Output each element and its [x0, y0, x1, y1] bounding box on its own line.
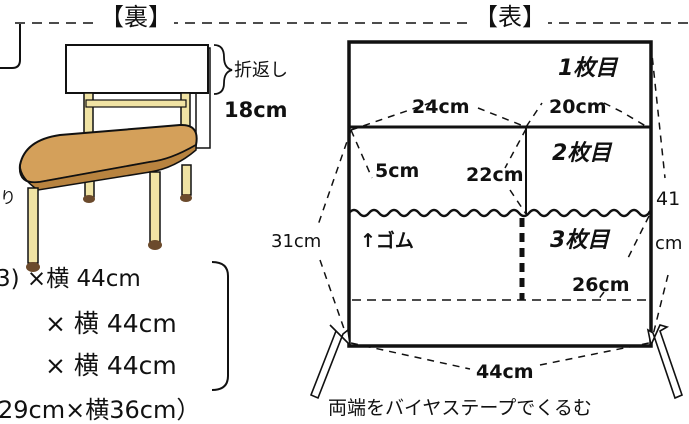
- left-31-label: 31cm: [271, 231, 322, 252]
- chair-height-label: 18cm: [224, 98, 288, 122]
- rear-foot-right: [180, 194, 192, 202]
- rear-leg-right: [181, 164, 192, 196]
- sheet-1-label: 1枚目: [558, 56, 618, 81]
- dim-44cm: [350, 342, 650, 370]
- height-5-label: 5cm: [375, 160, 420, 182]
- size-footer: 29cm×横36cm）: [0, 396, 201, 424]
- sheet-3-label: 3枚目: [550, 228, 610, 253]
- height-26-label: 26cm: [572, 274, 630, 296]
- dim-31cm: [317, 129, 352, 344]
- size-list-bracket: [211, 261, 229, 391]
- back-cover: [65, 44, 209, 94]
- left-box-edge: [0, 24, 21, 69]
- front-pattern: [309, 40, 683, 400]
- width-24-label: 24cm: [412, 96, 470, 118]
- pattern-outline: [347, 40, 653, 348]
- dim-22cm: [504, 128, 527, 215]
- sheet-2-label: 2枚目: [552, 141, 612, 166]
- front-leg-right: [149, 171, 161, 243]
- front-header: 【表】: [472, 3, 548, 31]
- fold-label: 折返し: [234, 60, 288, 81]
- back-rail: [85, 99, 187, 108]
- rear-foot-left: [83, 195, 95, 203]
- front-foot-left: [26, 262, 40, 272]
- front-foot-right: [148, 240, 162, 250]
- rubber-label: ↑ゴム: [360, 230, 414, 252]
- front-leg-left: [27, 187, 39, 264]
- size-row-1: 3) ×横 44cm: [0, 266, 141, 292]
- edge-fragment: り: [0, 188, 17, 207]
- fold-brace: [213, 44, 233, 95]
- dim-top-widths: [350, 102, 650, 131]
- rubber-wave: [348, 208, 653, 218]
- bottom-44-label: 44cm: [476, 361, 534, 383]
- size-row-2: × 横 44cm: [45, 309, 177, 338]
- dim-5cm: [350, 129, 373, 179]
- width-20-label: 20cm: [549, 96, 607, 118]
- right-41-label: 41: [656, 188, 681, 210]
- height-22-label: 22cm: [466, 164, 524, 186]
- back-header: 【裏】: [98, 3, 174, 31]
- chair-illustration: [18, 44, 211, 272]
- size-row-3: × 横 44cm: [45, 351, 177, 380]
- dim-41cm: [650, 44, 669, 344]
- arrow-right: [646, 324, 683, 400]
- arrow-left: [309, 324, 352, 400]
- seat-edge: [19, 143, 197, 191]
- right-cm-label: cm: [655, 233, 683, 254]
- dim-26cm: [597, 215, 650, 301]
- bias-tape-note: 両端をバイヤステープでくるむ: [328, 397, 592, 419]
